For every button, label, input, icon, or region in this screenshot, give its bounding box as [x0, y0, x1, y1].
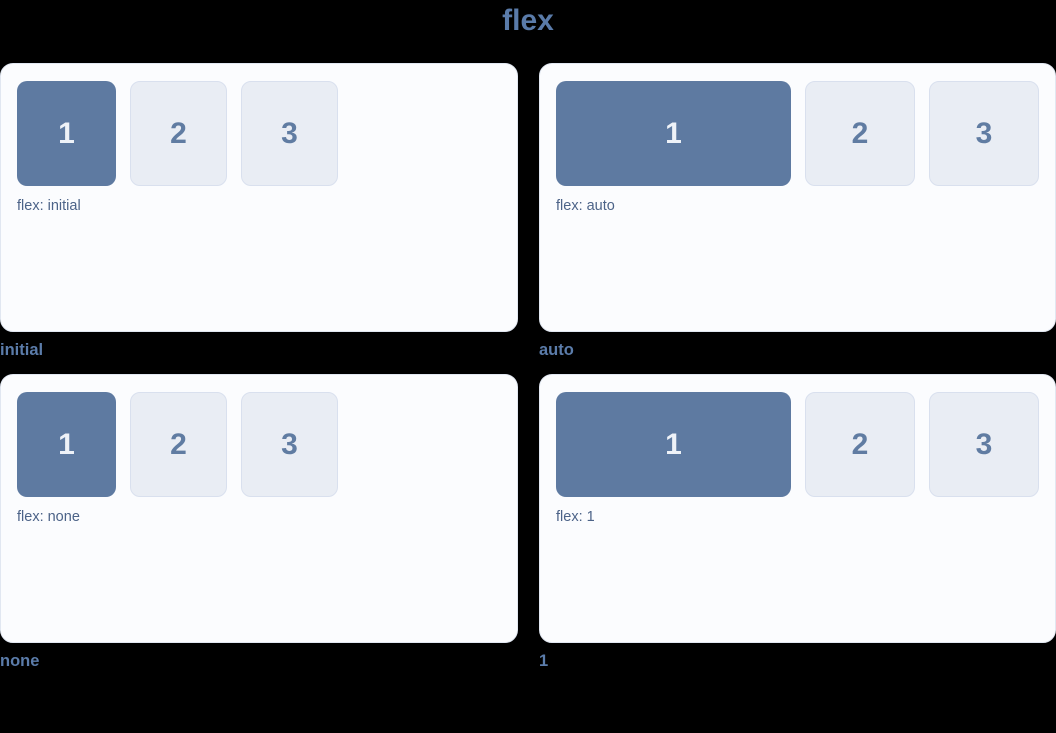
- flex-item-2: 2: [130, 81, 227, 186]
- flex-demo-cell-auto: 1 2 3 flex: auto auto: [539, 63, 1056, 360]
- flex-items-row: 1 2 3: [556, 392, 1039, 497]
- flex-value-label: flex: initial: [17, 198, 81, 214]
- flex-item-1: 1: [17, 81, 116, 186]
- flex-demo-cell-initial: 1 2 3 flex: initial initial: [0, 63, 518, 360]
- demo-panel-1: 1 2 3 flex: 1: [539, 374, 1056, 643]
- demo-panel-auto: 1 2 3 flex: auto: [539, 63, 1056, 332]
- flex-items-row: 1 2 3: [17, 392, 501, 497]
- panel-caption: initial: [0, 341, 44, 359]
- flex-item-2: 2: [805, 81, 915, 186]
- flex-value-label: flex: auto: [556, 198, 615, 214]
- flex-item-1: 1: [556, 392, 791, 497]
- flex-demo-cell-none: 1 2 3 flex: none none: [0, 374, 518, 671]
- flex-item-2: 2: [805, 392, 915, 497]
- flex-items-row: 1 2 3: [17, 81, 501, 186]
- panel-caption: auto: [539, 341, 574, 359]
- flex-demo-cell-1: 1 2 3 flex: 1 1: [539, 374, 1056, 671]
- flex-item-1: 1: [17, 392, 116, 497]
- flex-item-3: 3: [929, 81, 1039, 186]
- panel-caption: 1: [539, 652, 549, 670]
- flex-item-2: 2: [130, 392, 227, 497]
- flex-item-3: 3: [241, 392, 338, 497]
- flex-items-row: 1 2 3: [556, 81, 1039, 186]
- flex-item-3: 3: [929, 392, 1039, 497]
- page-title: flex: [502, 4, 554, 37]
- panel-caption: none: [0, 652, 40, 670]
- flex-value-label: flex: none: [17, 509, 80, 525]
- demo-panel-initial: 1 2 3 flex: initial: [0, 63, 518, 332]
- demo-panel-none: 1 2 3 flex: none: [0, 374, 518, 643]
- flex-demo-grid: 1 2 3 flex: initial initial 1 2 3 flex: …: [0, 63, 1056, 671]
- flex-item-3: 3: [241, 81, 338, 186]
- flex-item-1: 1: [556, 81, 791, 186]
- flex-value-label: flex: 1: [556, 509, 595, 525]
